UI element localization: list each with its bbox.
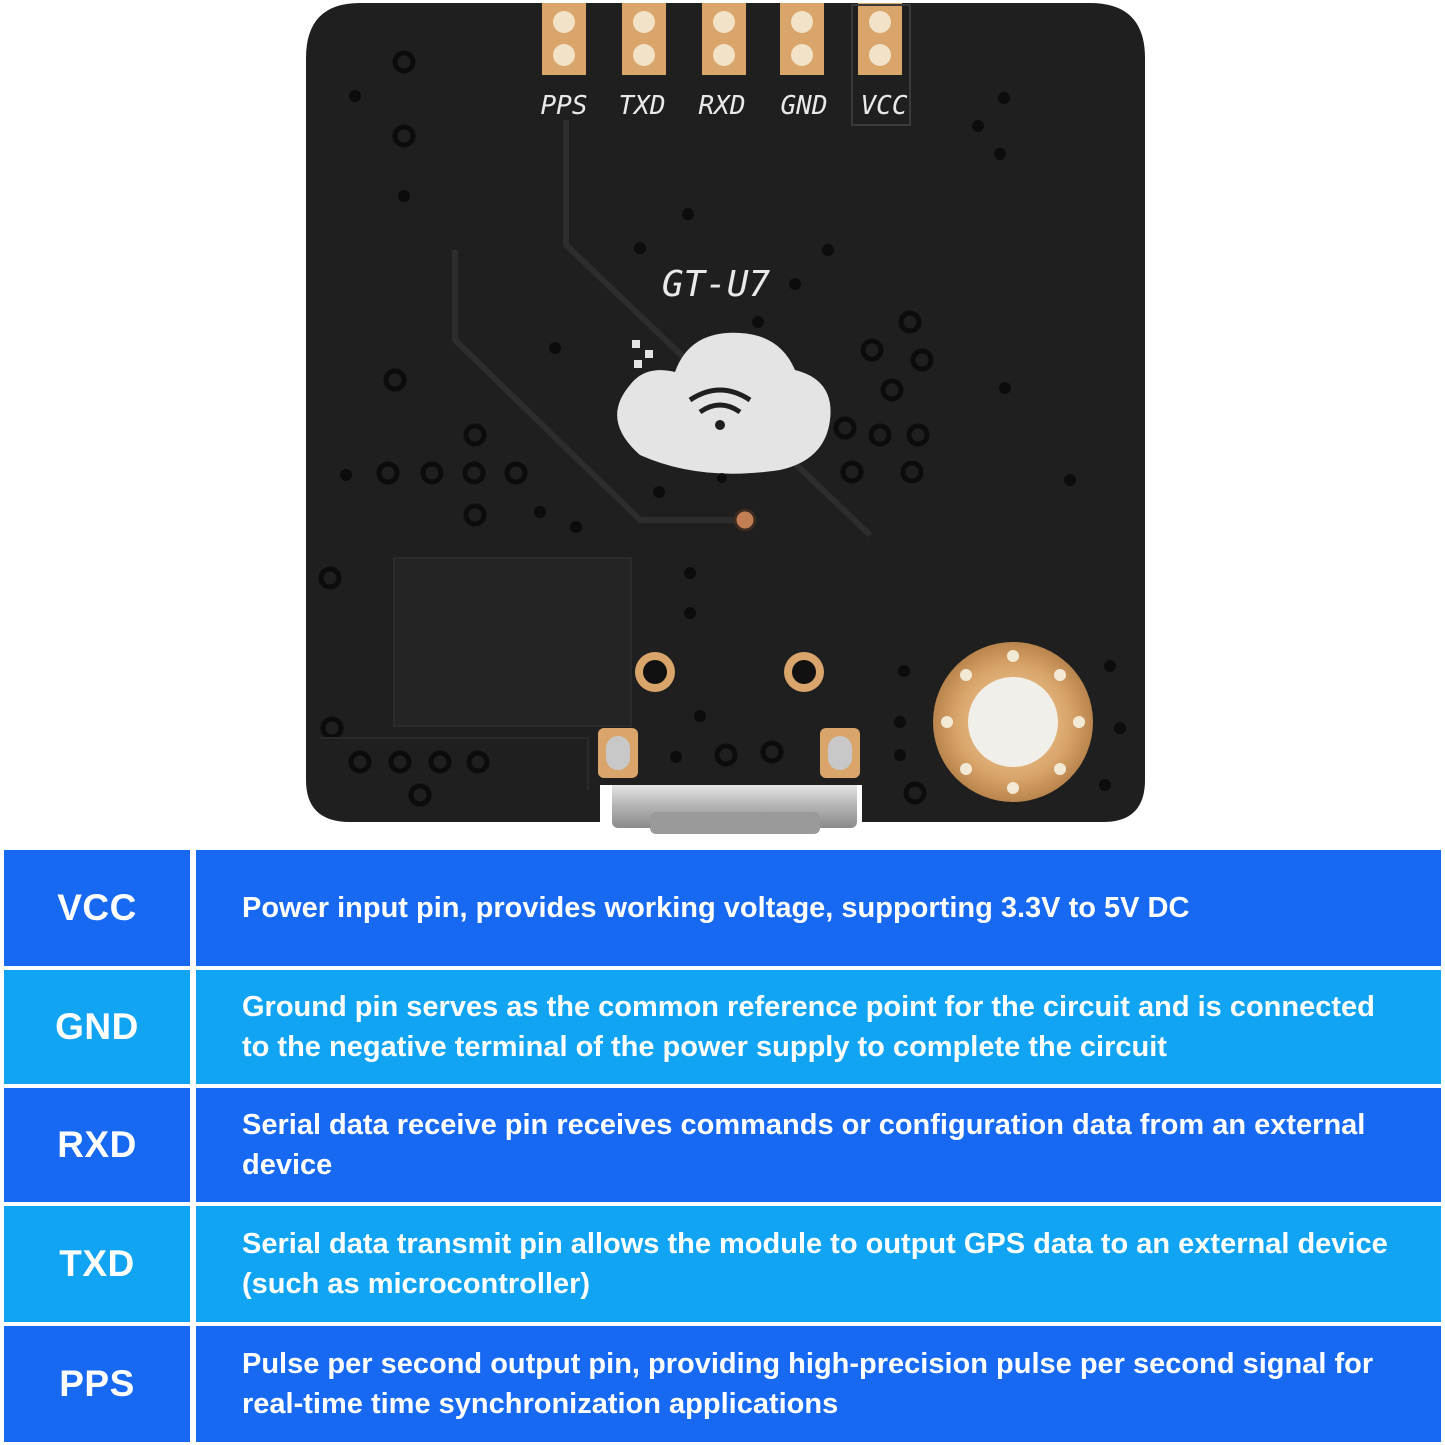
pin-description: Pulse per second output pin, providing h… [196,1326,1441,1442]
table-row: RXD Serial data receive pin receives com… [4,1088,1441,1202]
silk-pin-label: GND [781,91,828,121]
silk-pin-label: TXD [619,91,666,121]
pin-description-table: VCC Power input pin, provides working vo… [4,850,1441,1442]
header-pins [542,3,911,126]
silk-pin-label: PPS [541,91,588,121]
silk-pin-label: VCC [861,91,908,121]
pin-description: Ground pin serves as the common referenc… [196,970,1441,1084]
gps-module-board: PPS TXD RXD GND VCC GT-U7 [306,3,1145,834]
copper-via [733,508,757,532]
pcb-illustration: PPS TXD RXD GND VCC GT-U7 [306,3,1145,834]
pin-name: RXD [4,1088,190,1202]
pcb-via-clusters [318,50,934,807]
pin-description: Serial data receive pin receives command… [196,1088,1441,1202]
table-row: PPS Pulse per second output pin, providi… [4,1326,1441,1442]
usb-tabs [598,728,860,778]
cloud-logo-icon [617,332,831,474]
model-label: GT-U7 [662,264,771,305]
pin-name: PPS [4,1326,190,1442]
antenna-pad [933,642,1093,802]
table-row: TXD Serial data transmit pin allows the … [4,1206,1441,1322]
shield-pad [393,557,632,727]
pin-description: Serial data transmit pin allows the modu… [196,1206,1441,1322]
silk-pin-label: RXD [699,91,746,121]
pin-name: VCC [4,850,190,966]
pin-name: TXD [4,1206,190,1322]
usb-connector [612,780,857,834]
pcb-vias [340,90,1126,791]
pin-description: Power input pin, provides working voltag… [196,850,1441,966]
table-row: GND Ground pin serves as the common refe… [4,970,1441,1084]
pin-name: GND [4,970,190,1084]
mounting-holes [635,652,824,692]
table-row: VCC Power input pin, provides working vo… [4,850,1441,966]
